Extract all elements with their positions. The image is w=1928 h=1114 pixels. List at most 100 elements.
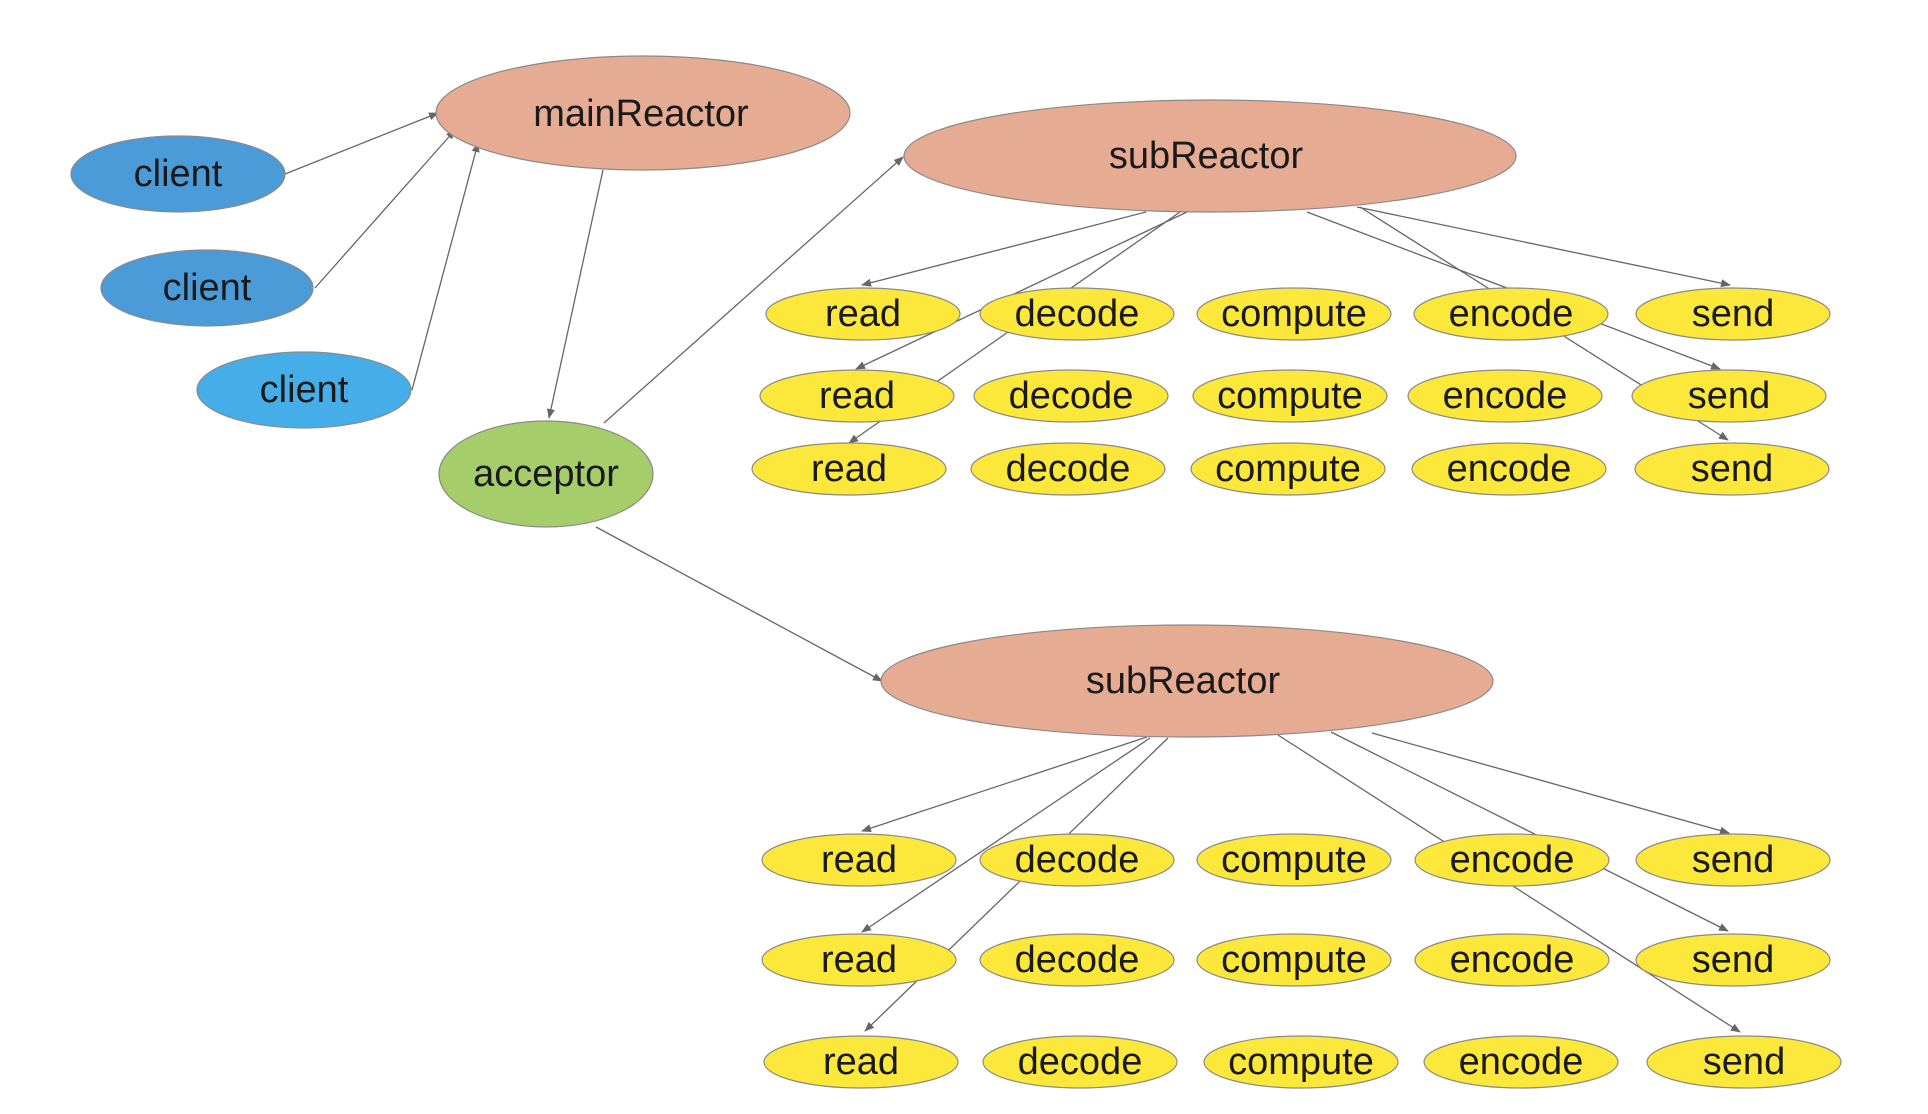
acceptor-label: acceptor bbox=[473, 453, 619, 495]
task-node-compute-g2-r1: compute bbox=[1196, 833, 1392, 887]
task-label: read bbox=[821, 839, 897, 881]
task-shape bbox=[1423, 1035, 1619, 1089]
task-shape bbox=[1190, 442, 1386, 496]
main-reactor-label: mainReactor bbox=[533, 93, 749, 135]
edge-13 bbox=[861, 736, 1148, 832]
edge-5 bbox=[603, 156, 904, 424]
task-node-encode-g1-r2: encode bbox=[1407, 369, 1603, 423]
task-label: send bbox=[1688, 375, 1770, 417]
task-label: encode bbox=[1449, 293, 1574, 335]
task-label: encode bbox=[1450, 839, 1575, 881]
edge-3 bbox=[411, 142, 480, 391]
edge-7 bbox=[861, 211, 1147, 287]
acceptor-shape bbox=[438, 420, 654, 528]
edge-17 bbox=[1330, 731, 1729, 932]
task-label: compute bbox=[1217, 375, 1363, 417]
task-shape bbox=[1635, 833, 1831, 887]
task-shape bbox=[1196, 833, 1392, 887]
task-shape bbox=[1407, 369, 1603, 423]
task-shape bbox=[1635, 933, 1831, 987]
task-shape bbox=[1411, 442, 1607, 496]
task-node-decode-g1-r1: decode bbox=[979, 287, 1175, 341]
task-node-send-g1-r1: send bbox=[1635, 287, 1831, 341]
task-node-send-g2-r1: send bbox=[1635, 833, 1831, 887]
acceptor-node: acceptor bbox=[438, 420, 654, 528]
client-node-1-label: client bbox=[134, 153, 223, 195]
client-node-3-label: client bbox=[260, 369, 349, 411]
main-reactor-node: mainReactor bbox=[435, 55, 851, 171]
task-label: encode bbox=[1447, 448, 1572, 490]
task-shape bbox=[1631, 369, 1827, 423]
edge-16 bbox=[1371, 732, 1730, 835]
client-node-1-shape bbox=[70, 135, 286, 213]
task-node-encode-g1-r1: encode bbox=[1413, 287, 1609, 341]
task-node-decode-g2-r1: decode bbox=[979, 833, 1175, 887]
sub-reactor-1-shape bbox=[903, 99, 1517, 213]
task-node-send-g1-r3: send bbox=[1634, 442, 1830, 496]
task-node-compute-g2-r3: compute bbox=[1203, 1035, 1399, 1089]
task-label: compute bbox=[1221, 939, 1367, 981]
task-shape bbox=[1646, 1035, 1842, 1089]
task-shape bbox=[761, 933, 957, 987]
task-node-compute-g1-r3: compute bbox=[1190, 442, 1386, 496]
task-shape bbox=[1414, 933, 1610, 987]
edge-4 bbox=[547, 169, 604, 419]
client-node-2-label: client bbox=[163, 267, 252, 309]
task-label: decode bbox=[1015, 293, 1140, 335]
task-label: decode bbox=[1018, 1041, 1143, 1083]
task-node-decode-g1-r3: decode bbox=[970, 442, 1166, 496]
task-node-encode-g2-r1: encode bbox=[1414, 833, 1610, 887]
task-shape bbox=[1192, 369, 1388, 423]
task-node-encode-g2-r2: encode bbox=[1414, 933, 1610, 987]
task-node-encode-g1-r3: encode bbox=[1411, 442, 1607, 496]
task-grid: read decode compute encode send read decode com… bbox=[751, 287, 1842, 1089]
task-label: read bbox=[825, 293, 901, 335]
sub-reactor-node-1: subReactor bbox=[903, 99, 1517, 213]
task-node-encode-g2-r3: encode bbox=[1423, 1035, 1619, 1089]
sub-reactor-1-label: subReactor bbox=[1109, 135, 1304, 177]
task-shape bbox=[1634, 442, 1830, 496]
task-node-send-g2-r2: send bbox=[1635, 933, 1831, 987]
task-node-send-g2-r3: send bbox=[1646, 1035, 1842, 1089]
task-label: send bbox=[1692, 293, 1774, 335]
task-label: compute bbox=[1221, 293, 1367, 335]
task-shape bbox=[761, 833, 957, 887]
task-shape bbox=[979, 287, 1175, 341]
task-node-compute-g1-r2: compute bbox=[1192, 369, 1388, 423]
task-label: decode bbox=[1015, 839, 1140, 881]
task-shape bbox=[1196, 287, 1392, 341]
task-label: encode bbox=[1443, 375, 1568, 417]
task-shape bbox=[1413, 287, 1609, 341]
edge-2 bbox=[314, 129, 456, 289]
task-node-compute-g2-r2: compute bbox=[1196, 933, 1392, 987]
client-node-1: client bbox=[70, 135, 286, 213]
edge-15 bbox=[864, 737, 1169, 1032]
task-label: send bbox=[1691, 448, 1773, 490]
task-shape bbox=[973, 369, 1169, 423]
edge-14 bbox=[861, 737, 1151, 933]
main-reactor-shape bbox=[435, 55, 851, 171]
task-shape bbox=[982, 1035, 1178, 1089]
task-node-read-g2-r3: read bbox=[763, 1035, 959, 1089]
edge-1 bbox=[284, 112, 439, 175]
nodes: client client client mainReactor accepto… bbox=[70, 55, 1517, 738]
task-label: compute bbox=[1215, 448, 1361, 490]
task-label: compute bbox=[1228, 1041, 1374, 1083]
task-shape bbox=[1414, 833, 1610, 887]
task-shape bbox=[763, 1035, 959, 1089]
task-node-compute-g1-r1: compute bbox=[1196, 287, 1392, 341]
task-node-read-g2-r1: read bbox=[761, 833, 957, 887]
edges bbox=[284, 112, 1741, 1033]
task-label: decode bbox=[1015, 939, 1140, 981]
task-shape bbox=[979, 933, 1175, 987]
client-node-3-shape bbox=[196, 351, 412, 429]
task-shape bbox=[1635, 287, 1831, 341]
task-shape bbox=[751, 442, 947, 496]
task-node-read-g1-r1: read bbox=[765, 287, 961, 341]
task-label: send bbox=[1692, 939, 1774, 981]
task-node-read-g1-r2: read bbox=[759, 369, 955, 423]
task-label: decode bbox=[1009, 375, 1134, 417]
edge-10 bbox=[1356, 206, 1731, 288]
task-shape bbox=[765, 287, 961, 341]
